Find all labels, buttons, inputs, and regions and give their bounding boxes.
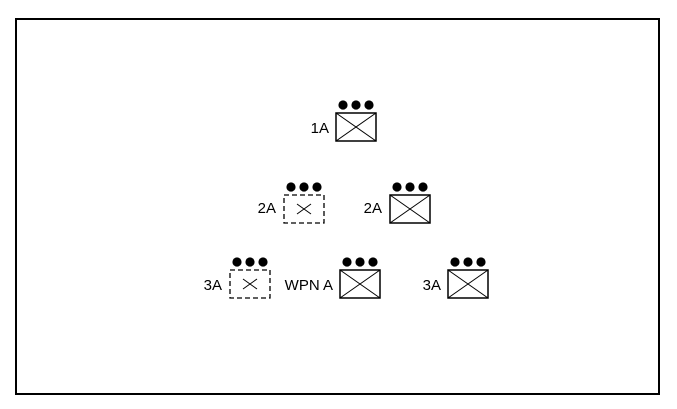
echelon-dots [286,182,322,192]
echelon-dots [338,100,374,110]
infantry-unit-icon [339,269,381,299]
unit-wpn-a: WPN A [285,257,381,299]
unit-3a-left: 3A [204,257,271,299]
unit-label: 2A [364,200,382,217]
infantry-unit-icon [335,112,377,142]
unit-label: WPN A [285,277,333,294]
unit-label: 1A [311,120,329,137]
unit-2a-left: 2A [258,182,325,224]
unit-3a-right: 3A [423,257,489,299]
infantry-unit-icon [389,194,431,224]
unit-label: 3A [204,277,222,294]
infantry-unit-icon [283,194,325,224]
unit-label: 2A [258,200,276,217]
echelon-dots [232,257,268,267]
unit-label: 3A [423,277,441,294]
infantry-unit-icon [229,269,271,299]
unit-1a: 1A [311,100,377,142]
infantry-unit-icon [447,269,489,299]
unit-2a-right: 2A [364,182,431,224]
diagram-frame [15,18,660,395]
echelon-dots [392,182,428,192]
echelon-dots [342,257,378,267]
echelon-dots [450,257,486,267]
